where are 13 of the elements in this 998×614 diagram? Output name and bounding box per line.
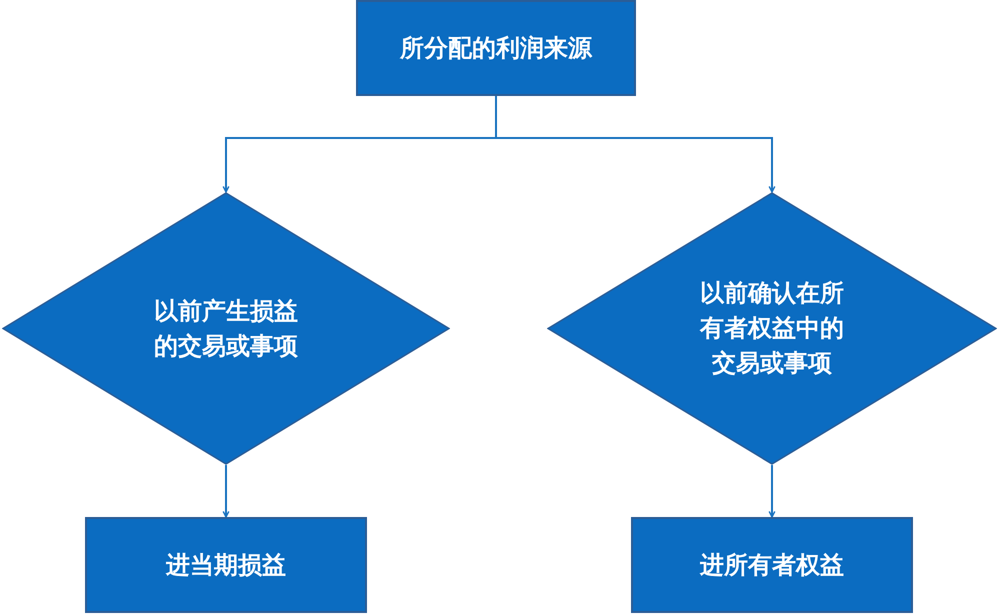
process-box	[356, 0, 636, 96]
node-label: 以前确认在所有者权益中的交易或事项	[698, 278, 845, 379]
process-box	[85, 517, 367, 613]
node-label: 进所有者权益	[698, 550, 845, 581]
node-label: 所分配的利润来源	[398, 32, 594, 64]
arrow	[222, 465, 230, 518]
node-label: 以前产生损益的交易或事项	[153, 296, 299, 362]
node-label: 进当期损益	[164, 550, 287, 581]
decision-diamond	[2, 192, 450, 465]
process-box	[631, 517, 913, 613]
arrow	[495, 96, 776, 193]
decision-diamond	[547, 192, 997, 465]
arrow	[768, 465, 776, 518]
